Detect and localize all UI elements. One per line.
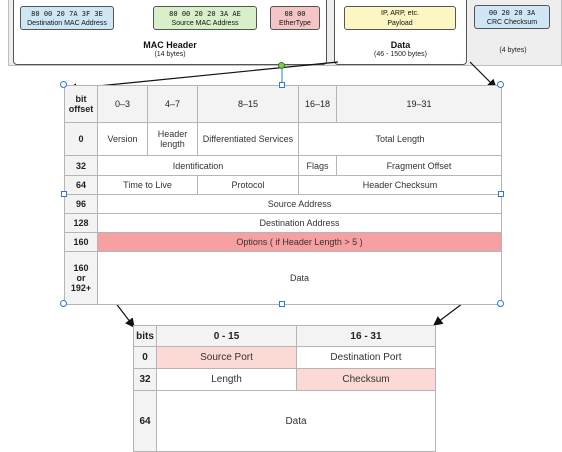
udp-col-header-0-15: 0 - 15 [156, 325, 297, 347]
total-length-cell: Total Length [298, 122, 502, 156]
source-mac-field: 80 00 20 20 3A AE Source MAC Address [153, 6, 257, 30]
selection-handle-top-left[interactable] [60, 81, 67, 88]
offset-32: 32 [64, 155, 98, 176]
length-cell: Length [156, 368, 297, 391]
ethertype-field: 08 00 EtherType [270, 6, 320, 30]
udp-bits-header: bits [133, 325, 157, 347]
payload-line1: IP, ARP, etc. [381, 10, 419, 17]
crc-field: 00 20 20 3A CRC Checksum [474, 5, 550, 29]
destination-mac-hex: 80 00 20 7A 3F 3E [31, 10, 103, 18]
mac-header-title: MAC Header [143, 40, 197, 50]
crc-label: CRC Checksum [486, 19, 538, 26]
offset-160: 160 [64, 232, 98, 252]
ip-data-cell: Data [97, 251, 502, 305]
source-port-cell: Source Port [156, 346, 297, 369]
options-cell: Options ( if Header Length > 5 ) [97, 232, 502, 252]
selection-handle-right[interactable] [498, 191, 504, 197]
destination-mac-label: Destination MAC Address [27, 20, 107, 27]
arrow-data-to-ip-right [469, 61, 497, 89]
differentiated-services-cell: Differentiated Services [197, 122, 299, 156]
crc-hex: 00 20 20 3A [488, 9, 536, 17]
offset-96: 96 [64, 194, 98, 214]
offset-128: 128 [64, 213, 98, 233]
crc-group: 00 20 20 3A CRC Checksum (4 bytes) [474, 0, 552, 65]
source-mac-label: Source MAC Address [171, 20, 239, 27]
destination-mac-field: 80 00 20 7A 3F 3E Destination MAC Addres… [20, 6, 114, 30]
fragment-offset-cell: Fragment Offset [336, 155, 502, 176]
source-address-cell: Source Address [97, 194, 502, 214]
payload-field: IP, ARP, etc. Payload [344, 6, 456, 30]
offset-0: 0 [64, 122, 98, 156]
selection-handle-bottom-left[interactable] [60, 300, 67, 307]
udp-col-header-16-31: 16 - 31 [296, 325, 436, 347]
ethertype-hex: 08 00 [284, 10, 306, 18]
version-cell: Version [97, 122, 148, 156]
source-mac-hex: 80 00 20 20 3A AE [169, 10, 241, 18]
selection-handle-bottom[interactable] [279, 301, 285, 307]
col-header-19-31: 19–31 [336, 85, 502, 123]
udp-header-table: bits 0 - 15 16 - 31 0 Source Port Destin… [133, 325, 436, 452]
udp-data-cell: Data [156, 390, 436, 452]
ethertype-label: EtherType [279, 20, 311, 27]
header-checksum-cell: Header Checksum [298, 175, 502, 195]
col-header-16-18: 16–18 [298, 85, 337, 123]
selection-handle-bottom-right[interactable] [497, 300, 504, 307]
ethernet-frame: 80 00 20 7A 3F 3E Destination MAC Addres… [8, 0, 562, 66]
mac-header-size: (14 bytes) [154, 51, 186, 58]
data-size: (46 - 1500 bytes) [374, 51, 427, 58]
udp-offset-0: 0 [133, 346, 157, 369]
selection-handle-left[interactable] [61, 191, 67, 197]
mac-header-group: 80 00 20 7A 3F 3E Destination MAC Addres… [13, 0, 327, 65]
col-header-0-3: 0–3 [97, 85, 148, 123]
udp-offset-64: 64 [133, 390, 157, 452]
col-header-8-15: 8–15 [197, 85, 299, 123]
destination-port-cell: Destination Port [296, 346, 436, 369]
udp-header-diagram: bits 0 - 15 16 - 31 0 Source Port Destin… [133, 325, 436, 452]
checksum-cell: Checksum [296, 368, 436, 391]
data-group: IP, ARP, etc. Payload Data (46 - 1500 by… [334, 0, 467, 65]
protocol-cell: Protocol [197, 175, 299, 195]
identification-cell: Identification [97, 155, 299, 176]
arrow-data-to-ip-left [66, 61, 339, 93]
data-title: Data [390, 40, 411, 50]
selection-handle-top-right[interactable] [497, 81, 504, 88]
time-to-live-cell: Time to Live [97, 175, 198, 195]
flags-cell: Flags [298, 155, 337, 176]
destination-address-cell: Destination Address [97, 213, 502, 233]
selection-rotate-handle[interactable] [278, 62, 285, 69]
payload-line2: Payload [387, 20, 413, 27]
udp-offset-32: 32 [133, 368, 157, 391]
col-header-4-7: 4–7 [147, 85, 198, 123]
offset-64: 64 [64, 175, 98, 195]
selection-handle-top[interactable] [279, 82, 285, 88]
crc-size: (4 bytes) [499, 47, 527, 54]
